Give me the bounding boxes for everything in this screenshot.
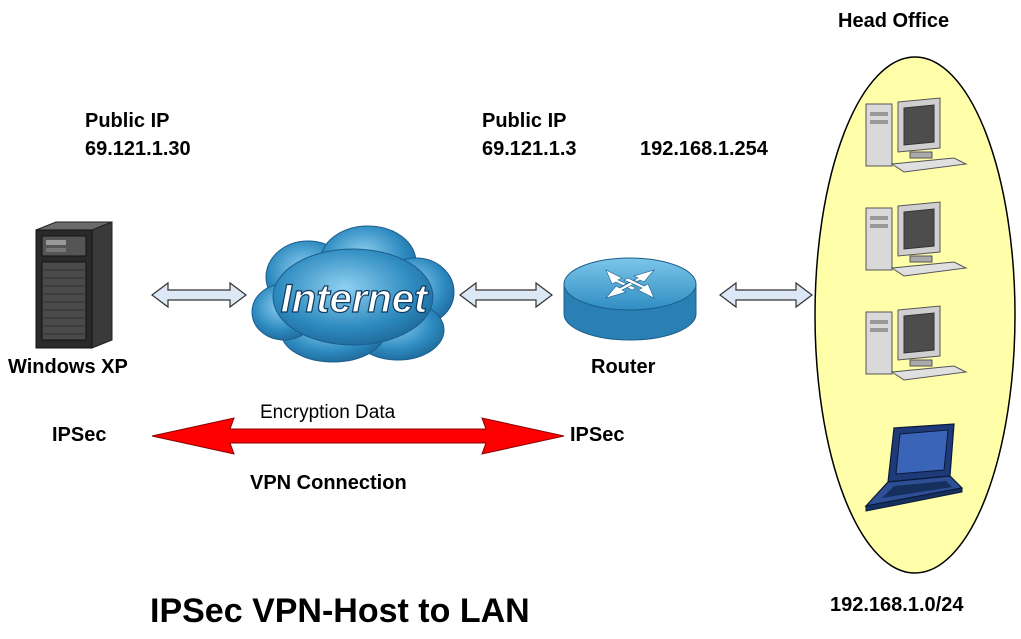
laptop-icon	[864, 423, 964, 512]
internet-router-link-arrow	[459, 281, 553, 309]
desktop-pc-icon	[865, 305, 968, 381]
router-icon	[563, 257, 697, 341]
host-ipsec-label: IPSec	[52, 424, 107, 446]
lan-subnet: 192.168.1.0/24	[830, 594, 964, 616]
desktop-pc-icon	[865, 201, 968, 277]
server-tower-icon	[35, 221, 113, 349]
diagram-title: IPSec VPN-Host to LAN	[150, 592, 530, 630]
host-internet-link-arrow	[151, 281, 247, 309]
router-public-ip: 69.121.1.3	[482, 138, 577, 160]
head-office-label: Head Office	[838, 10, 950, 32]
router-ipsec-label: IPSec	[570, 424, 625, 446]
host-ip-label: Public IP	[85, 110, 170, 132]
host-ip: 69.121.1.30	[85, 138, 191, 160]
router-lan-link-arrow	[719, 281, 813, 309]
cloud-icon: Internet	[251, 225, 455, 363]
router-name: Router	[591, 356, 656, 378]
vpn-tunnel-arrow	[151, 417, 565, 455]
host-name: Windows XP	[8, 356, 128, 378]
desktop-pc-icon	[865, 97, 968, 173]
router-ip-label: Public IP	[482, 110, 567, 132]
internet-label: Internet	[281, 277, 429, 321]
encryption-data-label: Encryption Data	[260, 402, 396, 423]
vpn-connection-label: VPN Connection	[250, 472, 407, 494]
router-lan-ip: 192.168.1.254	[640, 138, 768, 160]
